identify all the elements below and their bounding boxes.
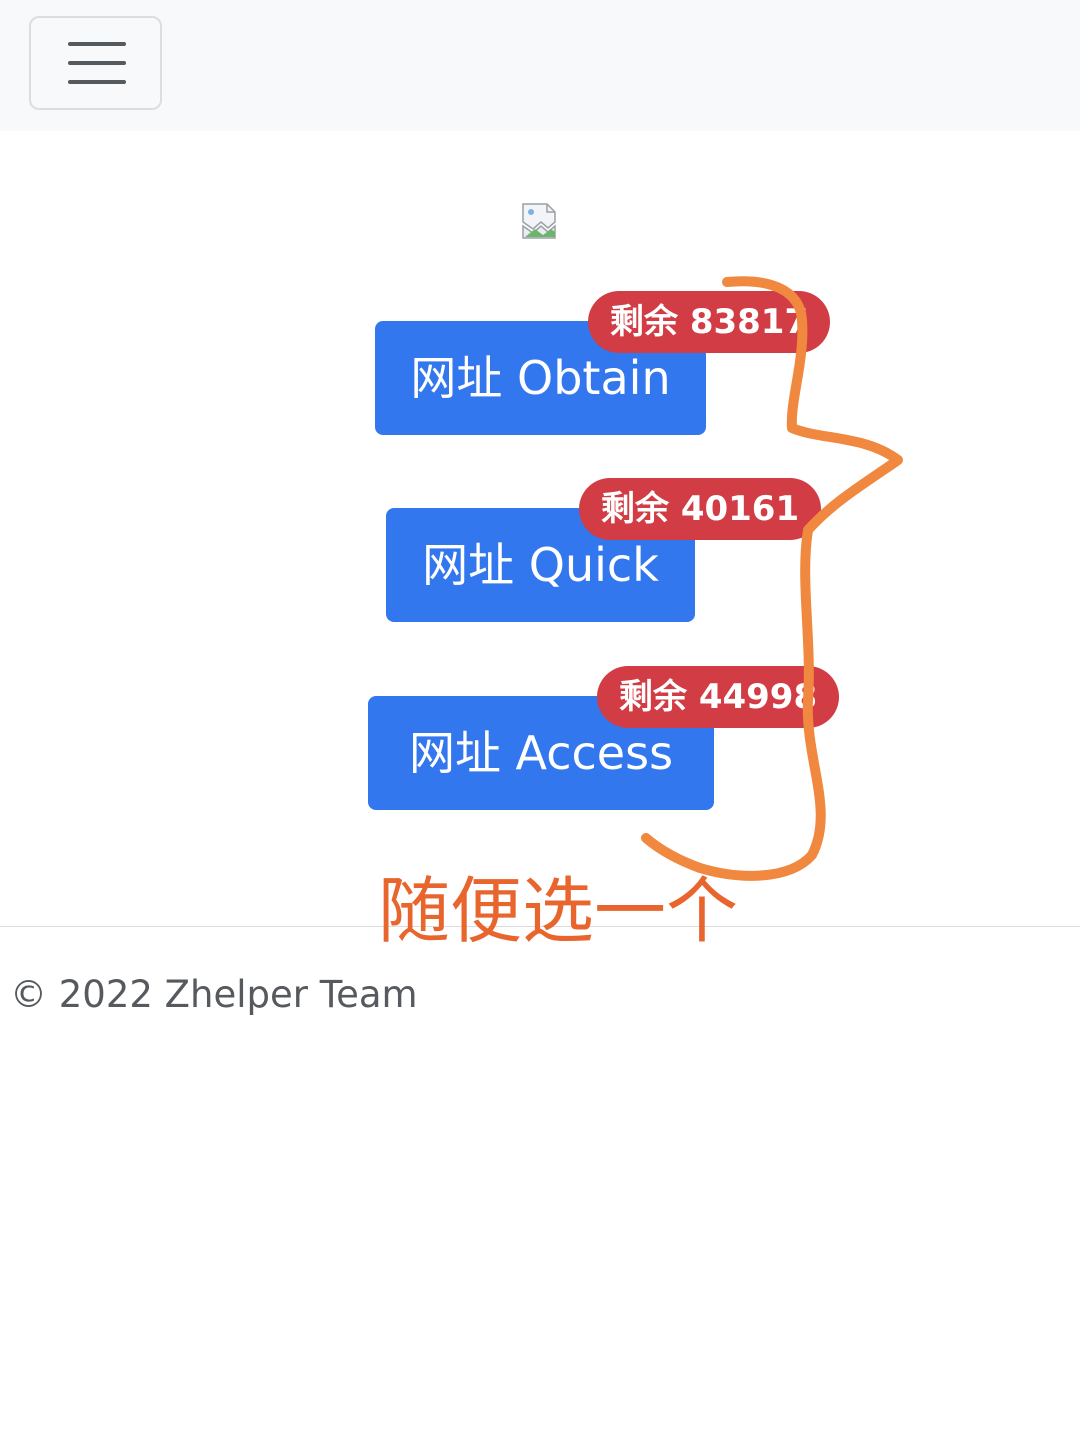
remaining-count-badge: 剩余 44998 <box>597 666 840 728</box>
link-button-label: 网址 Quick <box>422 538 659 592</box>
footer-copyright: © 2022 Zhelper Team <box>10 973 418 1016</box>
footer-divider <box>0 926 1080 927</box>
link-button-label: 网址 Obtain <box>410 351 671 405</box>
hamburger-menu-icon-bar <box>68 80 126 84</box>
handwritten-annotation-text: 随便选一个 <box>378 869 739 953</box>
menu-toggle-button[interactable] <box>29 16 162 110</box>
hamburger-menu-icon-bar <box>68 61 126 65</box>
navbar <box>0 0 1080 131</box>
hamburger-menu-icon <box>68 42 126 46</box>
broken-image-icon <box>522 203 556 239</box>
remaining-count-badge: 剩余 40161 <box>579 478 822 540</box>
link-button-label: 网址 Access <box>408 726 674 780</box>
remaining-count-badge: 剩余 83817 <box>588 291 831 353</box>
